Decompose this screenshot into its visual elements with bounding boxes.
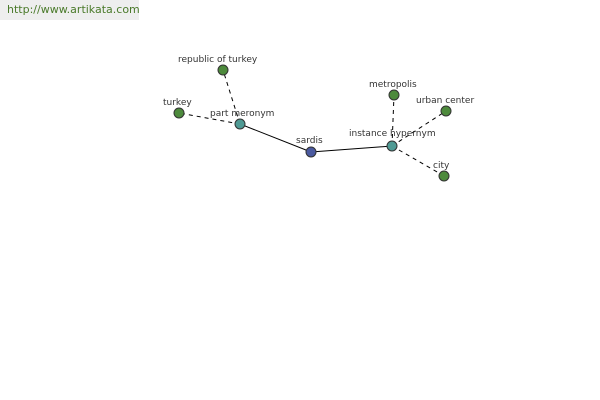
node-circle-turkey[interactable] bbox=[173, 107, 185, 119]
node-circle-part-meronym[interactable] bbox=[234, 118, 246, 130]
edges-layer bbox=[178, 69, 447, 177]
edge-part-meronym-to-turkey bbox=[178, 112, 241, 125]
node-label-city: city bbox=[433, 161, 450, 171]
node-circle-city[interactable] bbox=[438, 170, 450, 182]
nodes-layer: sardis part meronym instance hypernym repub… bbox=[163, 55, 474, 182]
node-turkey[interactable]: turkey bbox=[163, 98, 192, 119]
node-circle-metropolis[interactable] bbox=[388, 89, 400, 101]
node-circle-urban-center[interactable] bbox=[440, 105, 452, 117]
node-urban-center[interactable]: urban center bbox=[416, 96, 474, 117]
node-label-instance-hypernym: instance hypernym bbox=[349, 129, 436, 139]
node-label-sardis: sardis bbox=[296, 136, 323, 146]
node-label-part-meronym: part meronym bbox=[210, 109, 274, 119]
edge-sardis-to-instance-hypernym bbox=[310, 145, 393, 153]
node-circle-instance-hypernym[interactable] bbox=[386, 140, 398, 152]
edge-instance-hypernym-to-city bbox=[391, 145, 445, 177]
node-label-turkey: turkey bbox=[163, 98, 192, 108]
edge-part-meronym-to-republic-of-turkey bbox=[222, 69, 241, 125]
node-circle-republic-of-turkey[interactable] bbox=[217, 64, 229, 76]
edge-sardis-to-part-meronym bbox=[239, 123, 312, 153]
node-republic-of-turkey[interactable]: republic of turkey bbox=[178, 55, 258, 76]
node-label-metropolis: metropolis bbox=[369, 80, 417, 90]
node-metropolis[interactable]: metropolis bbox=[369, 80, 417, 101]
node-label-urban-center: urban center bbox=[416, 96, 474, 106]
watermark-url: http://www.artikata.com bbox=[0, 0, 140, 20]
edge-instance-hypernym-to-urban-center bbox=[391, 110, 447, 147]
node-label-republic-of-turkey: republic of turkey bbox=[178, 55, 258, 65]
edge-instance-hypernym-to-metropolis bbox=[391, 94, 395, 147]
node-city[interactable]: city bbox=[433, 161, 450, 182]
node-sardis[interactable]: sardis bbox=[296, 136, 323, 158]
node-instance-hypernym[interactable]: instance hypernym bbox=[349, 129, 436, 152]
node-part-meronym[interactable]: part meronym bbox=[210, 109, 274, 130]
node-circle-sardis[interactable] bbox=[305, 146, 317, 158]
